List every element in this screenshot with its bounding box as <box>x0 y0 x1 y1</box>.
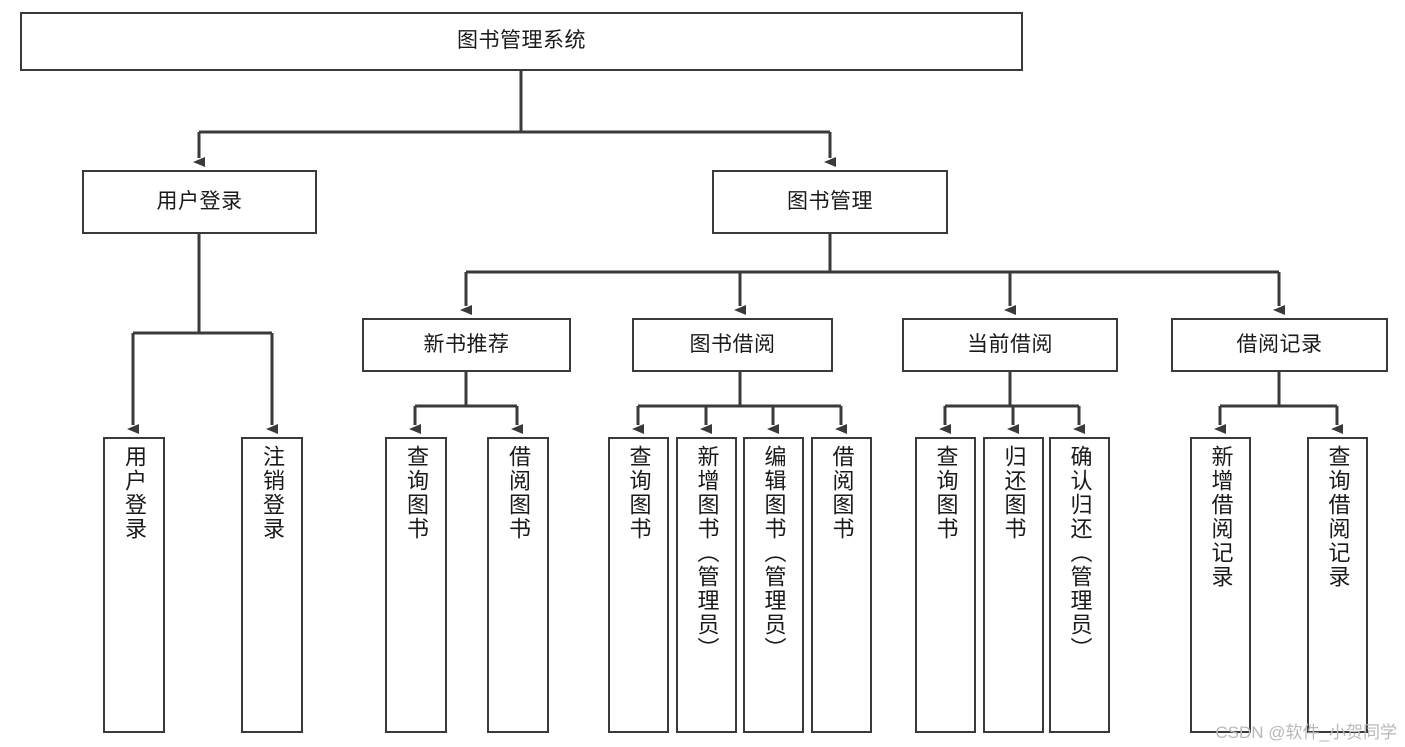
node-leaf-add-book[interactable]: 新增图书（管理员） <box>676 437 737 733</box>
node-leaf-logout-label: 注销登录 <box>260 445 285 541</box>
node-leaf-logout[interactable]: 注销登录 <box>241 437 303 733</box>
node-user-login-label: 用户登录 <box>156 189 243 213</box>
node-leaf-borrow-book[interactable]: 借阅图书 <box>811 437 872 733</box>
node-new-book-recommend[interactable]: 新书推荐 <box>362 318 571 372</box>
node-leaf-query-borrow-record[interactable]: 查询借阅记录 <box>1307 437 1368 733</box>
node-leaf-add-borrow-record[interactable]: 新增借阅记录 <box>1190 437 1251 733</box>
node-book-manage-label: 图书管理 <box>787 189 873 213</box>
node-leaf-query-book-borrow-label: 查询图书 <box>626 445 652 541</box>
node-leaf-query-book-borrow[interactable]: 查询图书 <box>608 437 669 733</box>
node-leaf-query-book-recommend[interactable]: 查询图书 <box>385 437 447 733</box>
node-root-label: 图书管理系统 <box>457 29 586 53</box>
node-leaf-add-borrow-record-label: 新增借阅记录 <box>1208 445 1234 589</box>
node-current-borrow[interactable]: 当前借阅 <box>902 318 1118 372</box>
node-leaf-query-book-recommend-label: 查询图书 <box>404 445 429 541</box>
node-leaf-return-book[interactable]: 归还图书 <box>983 437 1044 733</box>
node-leaf-edit-book[interactable]: 编辑图书（管理员） <box>743 437 804 733</box>
node-book-borrow[interactable]: 图书借阅 <box>632 318 833 372</box>
node-leaf-query-book-current-label: 查询图书 <box>933 445 959 541</box>
node-user-login[interactable]: 用户登录 <box>82 170 317 234</box>
node-current-borrow-label: 当前借阅 <box>967 332 1053 356</box>
node-borrow-record-label: 借阅记录 <box>1236 332 1323 356</box>
node-leaf-borrow-book-recommend-label: 借阅图书 <box>506 445 531 541</box>
node-leaf-add-book-label: 新增图书（管理员） <box>694 445 720 661</box>
node-leaf-user-login-label: 用户登录 <box>122 445 147 541</box>
node-leaf-borrow-book-recommend[interactable]: 借阅图书 <box>487 437 549 733</box>
node-leaf-borrow-book-label: 借阅图书 <box>829 445 855 541</box>
node-leaf-edit-book-label: 编辑图书（管理员） <box>761 445 787 661</box>
node-leaf-query-borrow-record-label: 查询借阅记录 <box>1325 445 1351 589</box>
node-leaf-confirm-return[interactable]: 确认归还（管理员） <box>1049 437 1110 733</box>
node-leaf-query-book-current[interactable]: 查询图书 <box>915 437 976 733</box>
node-new-book-recommend-label: 新书推荐 <box>423 332 510 356</box>
node-book-manage[interactable]: 图书管理 <box>712 170 948 234</box>
node-leaf-confirm-return-label: 确认归还（管理员） <box>1067 445 1093 661</box>
node-leaf-return-book-label: 归还图书 <box>1001 445 1027 541</box>
node-root[interactable]: 图书管理系统 <box>20 12 1023 71</box>
node-book-borrow-label: 图书借阅 <box>689 332 776 356</box>
node-leaf-user-login[interactable]: 用户登录 <box>103 437 165 733</box>
watermark-text: CSDN @软件_小贺同学 <box>1215 723 1397 742</box>
node-borrow-record[interactable]: 借阅记录 <box>1171 318 1388 372</box>
